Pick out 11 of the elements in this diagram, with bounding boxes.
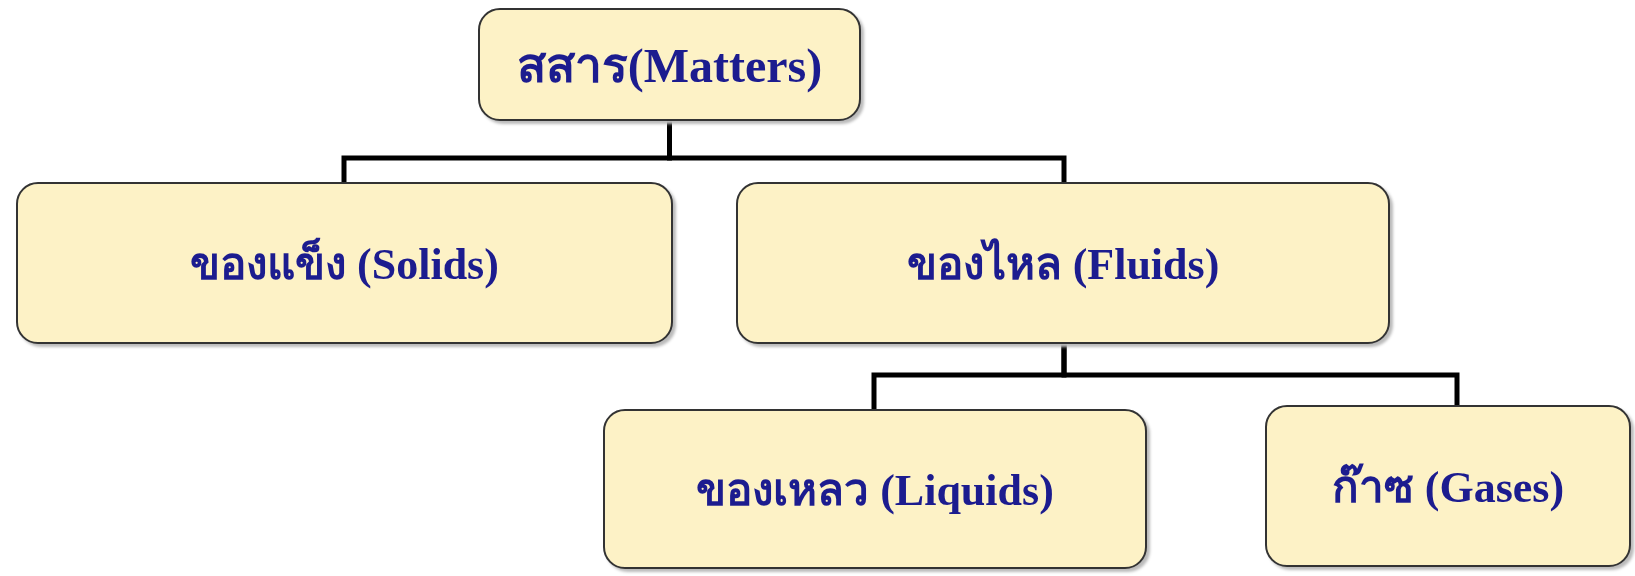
category-box	[16, 182, 673, 344]
category-label: ของเหลว (Liquids)	[696, 465, 1054, 517]
connector-line	[1061, 344, 1460, 405]
category-box	[736, 182, 1390, 344]
category-label: ของแข็ง (Solids)	[190, 228, 499, 298]
category-box	[1265, 405, 1631, 567]
category-label: สสาร(Matters)	[516, 37, 823, 94]
category-label: ก๊าซ (Gases)	[1331, 462, 1565, 514]
category-label: ของไหล (Fluids)	[906, 237, 1220, 291]
category-box	[603, 409, 1147, 569]
category-box	[478, 8, 861, 121]
